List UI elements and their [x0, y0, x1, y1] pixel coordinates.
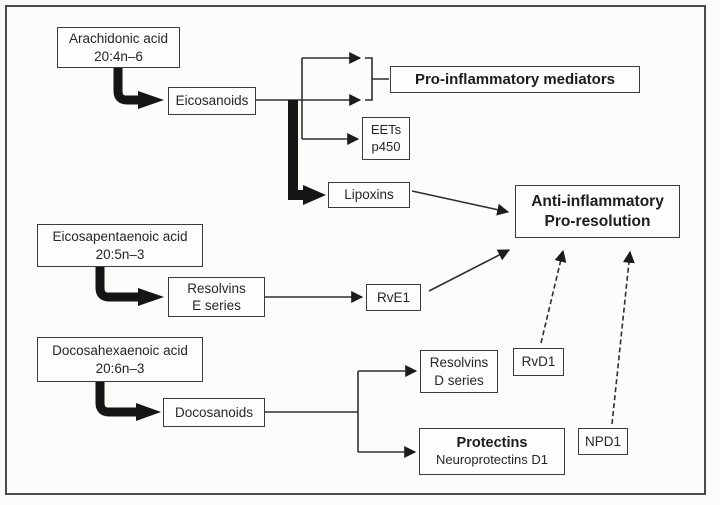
edge-npd1-to-anti-dashed: [611, 250, 635, 425]
node-pro-inflammatory-label: Pro-inflammatory mediators: [414, 70, 616, 88]
node-eicosapentaenoic-acid: Eicosapentaenoic acid 20:5n–3: [37, 224, 203, 267]
node-eicosapentaenoic-line1: Eicosapentaenoic acid: [52, 229, 188, 245]
node-rvd1-label: RvD1: [521, 354, 556, 370]
edge-epa-arrowhead: [138, 288, 164, 306]
node-protectins: Protectins Neuroprotectins D1: [419, 428, 565, 475]
node-eets-p450: EETs p450: [362, 117, 410, 160]
node-arachidonic-acid-line1: Arachidonic acid: [68, 31, 169, 47]
edge-dha-arrowhead: [136, 403, 161, 421]
node-resolvins-d-line1: Resolvins: [429, 355, 489, 371]
node-npd1: NPD1: [578, 428, 628, 455]
node-eets-line2: p450: [371, 138, 401, 154]
node-lipoxins: Lipoxins: [328, 182, 410, 208]
node-resolvins-e-series: Resolvins E series: [168, 277, 265, 317]
edge-rvd1-to-anti-dashed: [540, 249, 567, 344]
node-docosanoids: Docosanoids: [163, 398, 265, 427]
edge-eicosanoids-to-lipoxins-thick: [288, 100, 303, 200]
node-lipoxins-label: Lipoxins: [344, 187, 394, 203]
edge-lipoxins-to-anti: [411, 190, 510, 216]
node-eicosanoids-label: Eicosanoids: [175, 93, 249, 109]
edge-eicosanoids-to-lipoxins-arrowhead: [303, 185, 326, 205]
node-eets-line1: EETs: [370, 121, 402, 137]
node-anti-inflammatory: Anti-inflammatory Pro-resolution: [515, 185, 680, 238]
node-resolvins-e-line2: E series: [192, 298, 241, 313]
node-resolvins-d-line2: D series: [434, 372, 484, 388]
node-npd1-label: NPD1: [584, 433, 621, 449]
node-docosahexaenoic-acid: Docosahexaenoic acid 20:6n–3: [37, 337, 203, 382]
node-docosahexaenoic-line2: 20:6n–3: [95, 360, 145, 376]
edge-arachidonic-arrowhead: [138, 91, 164, 109]
node-eicosapentaenoic-line2: 20:5n–3: [95, 246, 145, 262]
node-arachidonic-acid: Arachidonic acid 20:4n–6: [57, 27, 180, 68]
node-rve1: RvE1: [366, 284, 421, 311]
node-docosahexaenoic-line1: Docosahexaenoic acid: [52, 343, 188, 359]
edge-arachidonic-to-eicosanoids-thick: [113, 68, 138, 105]
node-arachidonic-acid-line2: 20:4n–6: [94, 48, 143, 64]
bracket-pro-inflammatory: [365, 57, 373, 101]
node-anti-inflammatory-line1: Anti-inflammatory: [531, 192, 664, 210]
node-rve1-label: RvE1: [376, 289, 410, 305]
node-docosanoids-label: Docosanoids: [174, 404, 254, 420]
node-pro-inflammatory-mediators: Pro-inflammatory mediators: [390, 66, 640, 93]
node-eicosanoids: Eicosanoids: [168, 87, 256, 115]
node-protectins-line1: Protectins: [456, 434, 528, 451]
node-resolvins-d-series: Resolvins D series: [420, 350, 498, 393]
node-rvd1: RvD1: [513, 348, 564, 376]
node-protectins-line2: Neuroprotectins D1: [436, 452, 548, 468]
edge-epa-to-resolvins-e-thick: [95, 267, 138, 302]
node-resolvins-e-line1: Resolvins: [187, 280, 246, 296]
node-anti-inflammatory-line2: Pro-resolution: [544, 212, 651, 230]
edge-dha-to-docosanoids-thick: [95, 382, 136, 417]
edge-rve1-to-anti: [428, 249, 511, 292]
